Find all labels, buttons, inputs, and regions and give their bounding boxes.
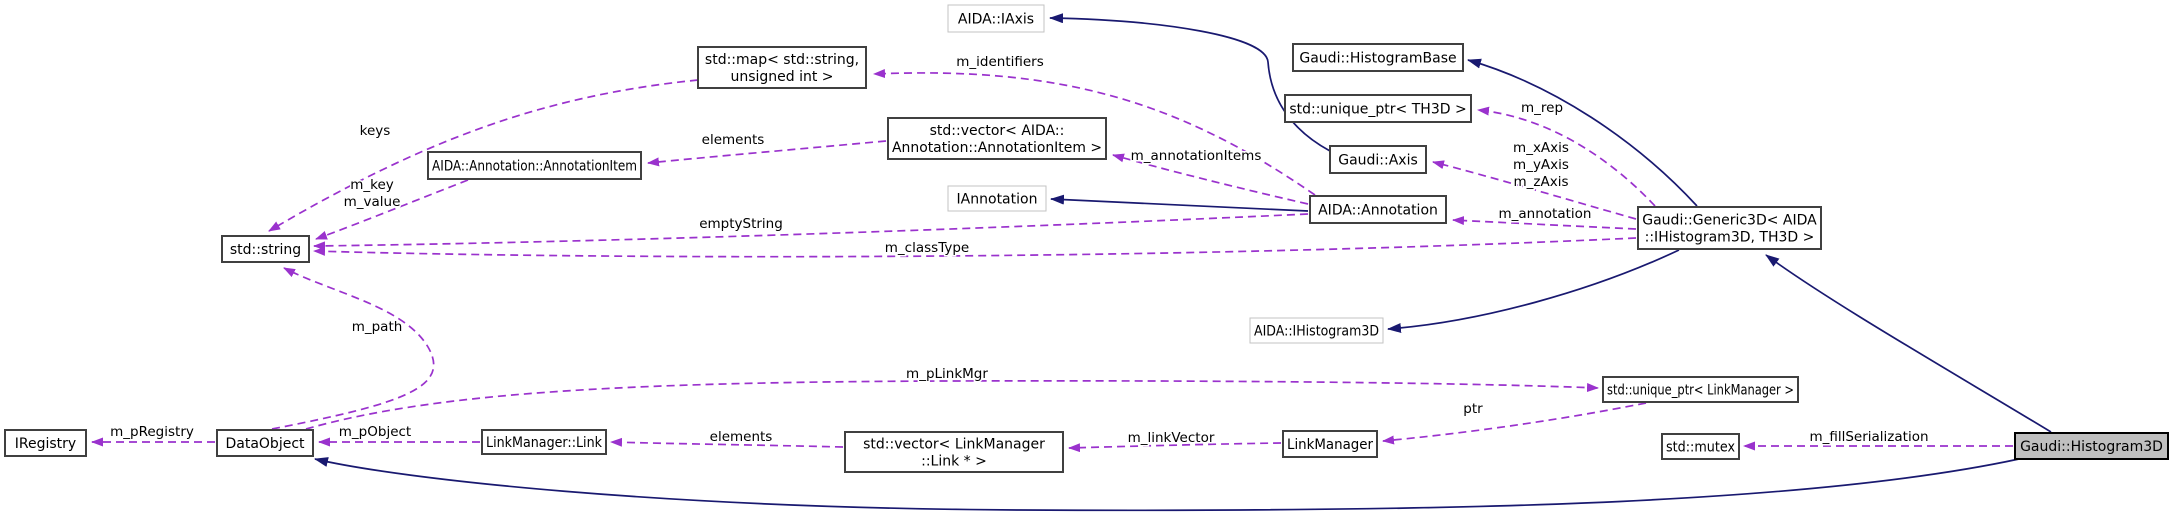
- edge-label-m-annotationitems: m_annotationItems: [1131, 148, 1262, 164]
- node-label: LinkManager: [1287, 437, 1373, 453]
- node-gaudi-histogrambase[interactable]: Gaudi::HistogramBase: [1292, 43, 1464, 72]
- edge-elements-bottom: [610, 437, 844, 448]
- edge-m-plinkmgr: [305, 379, 1599, 430]
- node-label: DataObject: [225, 436, 305, 452]
- node-label: std::map< std::string,: [705, 52, 859, 68]
- node-linkmanager-link[interactable]: LinkManager::Link: [481, 429, 607, 455]
- edge-label-m-pregistry: m_pRegistry: [110, 424, 194, 440]
- node-label: IRegistry: [15, 436, 76, 452]
- edge-label-keys: keys: [360, 123, 391, 139]
- edge-label-m-identifiers: m_identifiers: [956, 54, 1044, 70]
- node-label: std::unique_ptr< LinkManager >: [1607, 383, 1794, 399]
- edge-label-m-plinkmgr: m_pLinkMgr: [906, 366, 988, 382]
- node-std-unique-ptr-linkmanager[interactable]: std::unique_ptr< LinkManager >: [1602, 376, 1799, 403]
- node-label: AIDA::IHistogram3D: [1254, 324, 1379, 340]
- edge-elements-top: [647, 140, 887, 167]
- edge-m-classtype: [313, 237, 1637, 258]
- node-label: Gaudi::Generic3D< AIDA: [1642, 213, 1817, 229]
- edge-m-annotation: [1452, 216, 1637, 230]
- node-linkmanager[interactable]: LinkManager: [1282, 430, 1378, 458]
- node-label: unsigned int >: [730, 69, 833, 85]
- node-label: AIDA::Annotation: [1318, 203, 1438, 219]
- edge-inherit-axis-iaxis: [1049, 13, 1331, 152]
- edge-label-elements-top: elements: [702, 132, 765, 148]
- edge-label-m-rep: m_rep: [1521, 100, 1563, 116]
- edge-inherit-annotation-iannotation: [1050, 194, 1309, 212]
- node-std-vector-linkmanager-link[interactable]: std::vector< LinkManager::Link * >: [844, 431, 1064, 473]
- node-std-vector-annotationitem[interactable]: std::vector< AIDA::Annotation::Annotatio…: [887, 117, 1107, 160]
- edge-ptr: [1382, 402, 1647, 445]
- edge-inherit-histogram3d-dataobject: [314, 457, 2020, 512]
- node-label: Gaudi::Axis: [1338, 153, 1418, 169]
- edge-label-emptystring: emptyString: [699, 216, 783, 232]
- node-label: std::vector< AIDA::: [930, 123, 1065, 139]
- node-label: Gaudi::HistogramBase: [1299, 51, 1456, 67]
- node-aida-annotation[interactable]: AIDA::Annotation: [1309, 195, 1447, 224]
- edge-label-m-classtype: m_classType: [885, 240, 969, 256]
- node-label: AIDA::Annotation::AnnotationItem: [432, 159, 637, 175]
- node-label: std::string: [230, 242, 301, 258]
- edge-label-m-pobject: m_pObject: [339, 424, 411, 440]
- node-std-map-string-uint[interactable]: std::map< std::string,unsigned int >: [697, 46, 867, 89]
- edge-keys: [268, 79, 699, 232]
- node-label: std::vector< LinkManager: [863, 437, 1045, 453]
- edge-label-m-fillserialization: m_fillSerialization: [1809, 429, 1928, 445]
- edge-emptystring: [313, 213, 1309, 251]
- node-gaudi-axis[interactable]: Gaudi::Axis: [1329, 145, 1427, 174]
- edge-inherit-generic3d-histogrambase: [1467, 58, 1698, 207]
- edge-m-annotationitems: [1112, 153, 1309, 205]
- node-gaudi-histogram3d: Gaudi::Histogram3D: [2014, 432, 2169, 460]
- node-dataobject[interactable]: DataObject: [216, 429, 314, 457]
- node-label: ::Link * >: [921, 454, 987, 470]
- edge-m-xaxis-yaxis-zaxis: [1432, 160, 1637, 220]
- node-gaudi-generic3d[interactable]: Gaudi::Generic3D< AIDA::IHistogram3D, TH…: [1637, 206, 1822, 250]
- edge-label-m-linkvector: m_linkVector: [1128, 430, 1215, 446]
- edge-label-m-annotation: m_annotation: [1499, 206, 1592, 222]
- node-label: std::mutex: [1666, 440, 1735, 456]
- edge-m-key-m-value: [315, 179, 469, 240]
- node-aida-ihistogram3d: AIDA::IHistogram3D: [1249, 317, 1384, 344]
- node-label: Gaudi::Histogram3D: [2020, 439, 2163, 455]
- node-label: ::IHistogram3D, TH3D >: [1645, 230, 1815, 246]
- edge-inherit-generic3d-ihistogram3d: [1387, 249, 1680, 333]
- node-iregistry[interactable]: IRegistry: [4, 429, 87, 457]
- node-std-mutex[interactable]: std::mutex: [1661, 433, 1740, 460]
- node-aida-annotation-annotationitem[interactable]: AIDA::Annotation::AnnotationItem: [427, 151, 642, 180]
- node-label: std::unique_ptr< TH3D >: [1289, 102, 1466, 118]
- node-std-string[interactable]: std::string: [221, 235, 310, 263]
- node-label: Annotation::AnnotationItem >: [892, 140, 1102, 156]
- edge-m-identifiers: [873, 69, 1316, 196]
- edge-label-ptr: ptr: [1463, 401, 1483, 417]
- node-label: AIDA::IAxis: [958, 12, 1034, 28]
- edge-inherit-histogram3d-generic3d: [1765, 254, 2052, 433]
- node-label: IAnnotation: [957, 192, 1038, 208]
- edge-label-elements-bottom: elements: [710, 429, 773, 445]
- node-label: LinkManager::Link: [486, 435, 603, 451]
- node-iannotation: IAnnotation: [947, 185, 1047, 212]
- edge-label-m-path: m_path: [352, 319, 403, 335]
- node-aida-iaxis: AIDA::IAxis: [947, 4, 1045, 33]
- edge-m-path: [271, 267, 435, 430]
- edge-m-linkvector: [1068, 442, 1282, 453]
- node-std-unique-ptr-th3d[interactable]: std::unique_ptr< TH3D >: [1284, 94, 1472, 123]
